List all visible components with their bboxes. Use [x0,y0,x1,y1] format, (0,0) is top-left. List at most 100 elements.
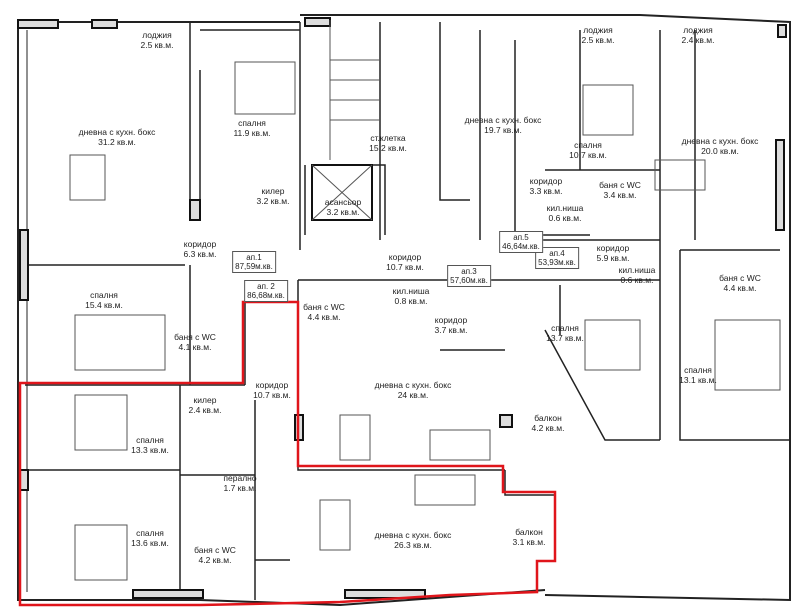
room-area: 24 кв.м. [397,390,429,400]
room-area: 4.1 кв.м. [178,342,212,352]
room-name: спалня [136,528,164,538]
bed [74,394,128,451]
room-area: 10.7 кв.м. [253,390,291,400]
sofa [429,429,491,461]
room-area: 13.1 кв.м. [679,375,717,385]
room-name: спалня [684,365,712,375]
room-area: 2.4 кв.м. [188,405,222,415]
stairs [329,20,380,160]
bed [714,319,781,391]
room-area: 13.7 кв.м. [546,333,584,343]
apartment-area: 87,59м.кв. [235,262,273,271]
bed [584,319,641,371]
room-area: 4.4 кв.м. [307,312,341,322]
room-name: коридор [529,176,563,186]
apartment-name: ап.1 [246,253,262,262]
apartment-area: 86,68м.кв. [247,291,285,300]
room-name: коридор [388,252,422,262]
apartment-name: ап.4 [549,249,565,258]
room-area: 31.2 кв.м. [98,137,136,147]
room-area: 2.4 кв.м. [681,35,715,45]
room-area: 6.3 кв.м. [183,249,217,259]
room-name: лоджия [583,25,613,35]
room-name: лоджия [683,25,713,35]
room-area: 1.7 кв.м. [223,483,257,493]
room-name: дневна с кухн. бокс [374,380,452,390]
room-name: дневна с кухн. бокс [681,136,759,146]
room-area: 5.9 кв.м. [596,253,630,263]
apartment-name: ап.3 [461,267,477,276]
apartment-name: ап. 2 [257,282,275,291]
bed [74,524,128,581]
room-name: спалня [574,140,602,150]
room-name: спалня [238,118,266,128]
room-area: 13.3 кв.м. [131,445,169,455]
room-name: баня с WC [174,332,216,342]
bed [234,61,296,115]
room-area: 2.5 кв.м. [140,40,174,50]
room-area: 13.6 кв.м. [131,538,169,548]
elevator-cross [311,164,373,221]
room-name: коридор [434,315,468,325]
apartment-name: ап.5 [513,233,529,242]
room-area: 4.2 кв.м. [531,423,565,433]
room-name: коридор [596,243,630,253]
sofa [414,474,476,506]
room-name: килер [193,395,217,405]
room-name: балкон [515,527,543,537]
room-name: перално [223,473,257,483]
table [339,414,371,461]
room-name: коридор [255,380,289,390]
room-name: дневна с кухн. бокс [374,530,452,540]
room-name: баня с WC [599,180,641,190]
room-name: дневна с кухн. бокс [464,115,542,125]
room-area: 0.8 кв.м. [394,296,428,306]
room-area: 10.7 кв.м. [569,150,607,160]
room-name: спалня [136,435,164,445]
room-name: ст.клетка [370,133,406,143]
apartment-area: 46,64м.кв. [502,242,540,251]
room-area: 2.5 кв.м. [581,35,615,45]
room-name: спалня [90,290,118,300]
room-area: 10.7 кв.м. [386,262,424,272]
room-name: кил.ниша [618,265,656,275]
room-name: баня с WC [719,273,761,283]
room-area: 0.6 кв.м. [548,213,582,223]
room-name: спалня [551,323,579,333]
bed [74,314,166,371]
apartment-area: 53,93м.кв. [538,258,576,267]
table [69,154,106,201]
apartment-area: 57,60м.кв. [450,276,488,285]
